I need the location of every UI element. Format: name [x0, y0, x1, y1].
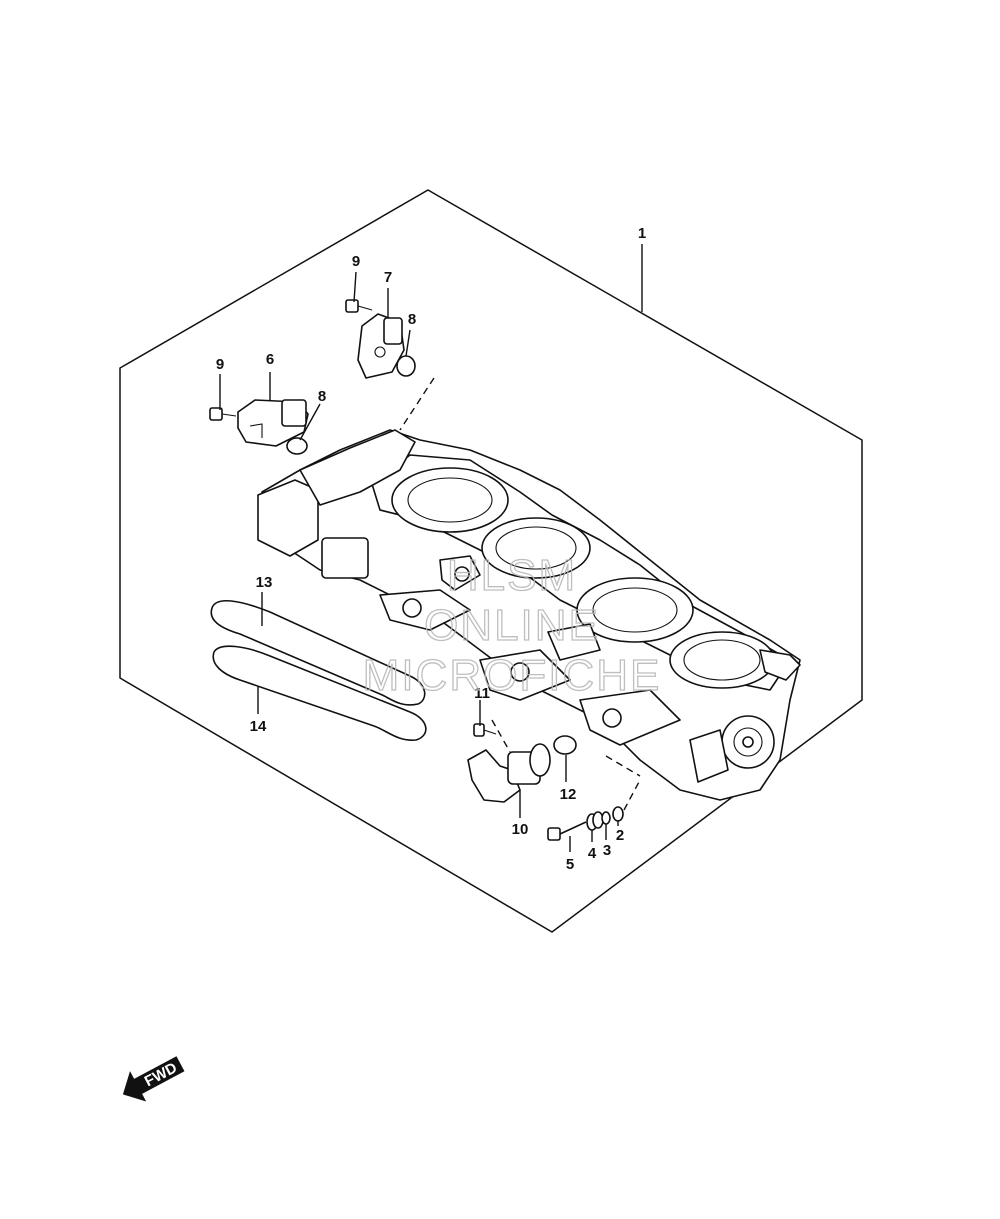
assembly-frame	[119, 189, 863, 933]
callout-3: 3	[603, 842, 611, 859]
o-ring-part-8-lower	[286, 437, 308, 455]
callout-9-upper: 9	[352, 253, 360, 270]
watermark-line-2: ONLINE	[424, 601, 600, 650]
watermark: HLSM ONLINE MICROFICHE	[362, 550, 662, 700]
callout-6: 6	[266, 351, 274, 368]
throttle-bores	[391, 467, 775, 689]
callout-10: 10	[512, 821, 529, 838]
callout-1: 1	[638, 225, 646, 242]
washer-part-3	[601, 811, 611, 825]
o-ring-part-12	[553, 735, 577, 755]
o-ring-part-8-upper	[396, 355, 416, 377]
screw-part-9-lower	[209, 407, 237, 421]
screw-part-5	[547, 821, 587, 841]
screw-part-11	[473, 723, 497, 737]
callout-11: 11	[474, 685, 490, 702]
o-ring-part-2	[612, 806, 624, 822]
hose-part-14	[212, 645, 427, 741]
callout-5: 5	[566, 856, 574, 873]
screw-part-9-upper	[345, 299, 373, 313]
callout-14: 14	[250, 718, 267, 735]
callout-7: 7	[384, 269, 392, 286]
watermark-line-1: HLSM	[447, 551, 577, 600]
callout-8-upper: 8	[408, 311, 416, 328]
sensor-part-6	[237, 399, 309, 447]
callout-labels: 1 2 3 4 5 6 7 8 8 9 9 10 11 12 13 14	[216, 225, 646, 873]
callout-4: 4	[588, 845, 597, 862]
spring-part-4	[586, 811, 604, 831]
callout-8-lower: 8	[318, 388, 326, 405]
leader-lines	[219, 244, 643, 852]
sensor-part-10	[467, 743, 551, 803]
fwd-arrow-icon: FWD	[122, 1056, 185, 1102]
sensor-part-7	[357, 313, 405, 379]
hose-part-13	[210, 599, 426, 706]
throttle-body	[257, 429, 801, 801]
callout-2: 2	[616, 827, 624, 844]
callout-9-lower: 9	[216, 356, 224, 373]
callout-13: 13	[256, 574, 273, 591]
fwd-label: FWD	[142, 1059, 180, 1090]
watermark-line-3: MICROFICHE	[363, 651, 662, 700]
callout-12: 12	[560, 786, 577, 803]
